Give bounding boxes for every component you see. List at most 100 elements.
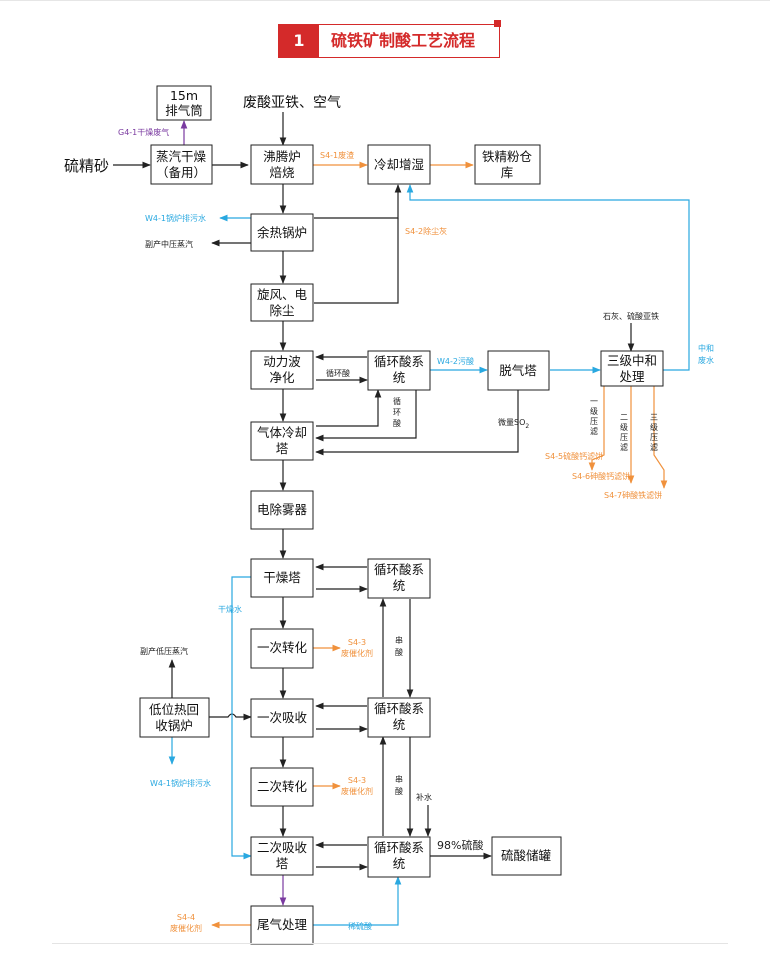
label-press3-1: 三 <box>650 413 658 422</box>
box-circulation-2-line1: 循环酸系 <box>374 562 424 577</box>
gas-lines <box>180 120 287 906</box>
box-first-conversion: 一次转化 <box>250 628 314 669</box>
title-number: 1 <box>279 25 319 57</box>
box-wave-scrubber-line1: 动力波 <box>263 354 301 369</box>
label-press2-4: 滤 <box>620 442 628 452</box>
label-circ-acid-v2: 环 <box>393 408 401 417</box>
label-press3-4: 滤 <box>650 442 658 452</box>
title-banner: 1 硫铁矿制酸工艺流程 <box>278 24 500 58</box>
label-w41-top: W4-1锅炉排污水 <box>145 213 206 223</box>
box-furnace-line1: 沸腾炉 <box>263 149 301 164</box>
box-cyclone: 旋风、电 除尘 <box>250 283 314 322</box>
box-neutralization: 三级中和 处理 <box>600 350 664 387</box>
box-stack-line2: 排气筒 <box>165 103 203 118</box>
label-press1-4: 滤 <box>590 426 598 436</box>
label-g41: G4-1干燥废气 <box>118 127 169 137</box>
label-press3-2: 级 <box>650 422 658 432</box>
box-first-absorption: 一次吸收 <box>250 698 314 738</box>
label-acid-str1-1: 串 <box>395 636 403 645</box>
gcool-to-circ1 <box>316 389 382 427</box>
box-second-absorption-line1: 二次吸收 <box>257 840 308 855</box>
strip-so2-to-gcool <box>315 390 519 456</box>
box-furnace: 沸腾炉 焙烧 <box>250 144 314 185</box>
label-press1-3: 压 <box>590 417 598 426</box>
label-so2: 微量SO2 <box>498 417 529 430</box>
label-press3-3: 压 <box>650 433 658 442</box>
box-esp: 电除雾器 <box>250 490 314 530</box>
box-steam-dryer-line1: 蒸汽干燥 <box>156 149 207 164</box>
water-lines <box>168 184 690 926</box>
neut-press3 <box>653 386 668 489</box>
box-furnace-line2: 焙烧 <box>269 165 295 180</box>
input-raw-material: 硫精砂 <box>64 157 109 175</box>
label-s44-1: S4-4 <box>177 913 195 922</box>
label-acid-str1-2: 酸 <box>395 647 403 657</box>
box-first-conversion-label: 一次转化 <box>257 640 308 655</box>
label-press1-2: 级 <box>590 406 598 416</box>
box-gas-cooler-line2: 塔 <box>276 441 289 456</box>
label-dilute-acid: 稀硫酸 <box>348 921 372 931</box>
box-drying-tower: 干燥塔 <box>250 558 314 598</box>
box-stripper-label: 脱气塔 <box>499 363 537 378</box>
box-iron-store-line1: 铁精粉仓 <box>482 149 533 164</box>
box-iron-store: 铁精粉仓 库 <box>474 144 541 185</box>
box-low-heat-boiler-line2: 收锅炉 <box>155 718 193 733</box>
label-s43b-2: 废催化剂 <box>341 786 373 796</box>
neut-press1 <box>588 386 605 471</box>
box-tail-gas-label: 尾气处理 <box>257 917 308 932</box>
label-dry-water: 干燥水 <box>218 604 242 614</box>
input-makeup-water: 补水 <box>416 792 432 802</box>
label-circ-acid: 循环酸 <box>326 368 350 378</box>
boiler-dust-to-cool <box>314 184 402 219</box>
label-s43a-2: 废催化剂 <box>341 648 373 658</box>
main-flow-lines <box>113 112 635 871</box>
box-stack-line1: 15m <box>170 88 198 103</box>
label-s42: S4-2除尘灰 <box>405 226 447 236</box>
label-s43b-1: S4-3 <box>348 776 366 785</box>
label-neut-water-2: 废水 <box>698 355 714 365</box>
dry-water-to-abs2 <box>231 576 252 860</box>
box-gas-cooler-line1: 气体冷却 <box>257 425 307 440</box>
box-steam-dryer-line2: （备用） <box>156 165 206 180</box>
box-second-conversion: 二次转化 <box>250 767 314 807</box>
box-wave-scrubber: 动力波 净化 <box>250 350 314 390</box>
box-first-absorption-label: 一次吸收 <box>257 710 308 725</box>
box-circulation-4: 循环酸系 统 <box>367 836 431 878</box>
label-s43a-1: S4-3 <box>348 638 366 647</box>
label-circ-acid-v3: 酸 <box>393 418 401 428</box>
box-circulation-2-line2: 统 <box>393 578 406 593</box>
label-s46: S4-6砷酸钙滤饼 <box>572 471 630 481</box>
box-circulation-3-line1: 循环酸系 <box>374 701 424 716</box>
page-title: 硫铁矿制酸工艺流程 <box>331 31 476 50</box>
box-cool-humidify: 冷却增湿 <box>367 144 431 185</box>
box-circulation-4-line1: 循环酸系 <box>374 840 424 855</box>
box-low-heat-boiler: 低位热回 收锅炉 <box>139 697 210 738</box>
box-circulation-3-line2: 统 <box>393 717 406 732</box>
box-steam-dryer: 蒸汽干燥 （备用） <box>150 144 213 185</box>
box-wave-scrubber-line2: 净化 <box>269 370 295 385</box>
box-circulation-1-line2: 统 <box>393 370 406 385</box>
box-cyclone-line2: 除尘 <box>269 303 294 318</box>
box-acid-tank: 硫酸储罐 <box>491 836 562 876</box>
neut-water-to-cool <box>406 184 690 371</box>
label-s45: S4-5硫酸钙滤饼 <box>545 451 603 461</box>
box-second-conversion-label: 二次转化 <box>257 779 308 794</box>
box-stripper: 脱气塔 <box>487 350 550 391</box>
box-esp-label: 电除雾器 <box>257 502 308 517</box>
box-gas-cooler: 气体冷却 塔 <box>250 421 314 461</box>
label-press2-1: 二 <box>620 413 628 422</box>
box-circulation-3: 循环酸系 统 <box>367 697 431 738</box>
tail-to-circ4 <box>313 876 402 926</box>
title-corner-marker <box>494 20 501 27</box>
box-circulation-1: 循环酸系 统 <box>367 350 431 391</box>
label-neut-water-1: 中和 <box>698 343 714 353</box>
box-second-absorption: 二次吸收 塔 <box>250 836 314 876</box>
label-s47: S4-7砷酸铁滤饼 <box>604 490 662 500</box>
input-feed: 废酸亚铁、空气 <box>243 95 341 111</box>
box-neutralization-line2: 处理 <box>619 369 645 384</box>
top-divider <box>0 0 770 1</box>
box-neutralization-line1: 三级中和 <box>607 353 657 368</box>
box-cool-humidify-label: 冷却增湿 <box>374 157 424 172</box>
label-so2-prefix: 微量SO <box>498 417 525 427</box>
